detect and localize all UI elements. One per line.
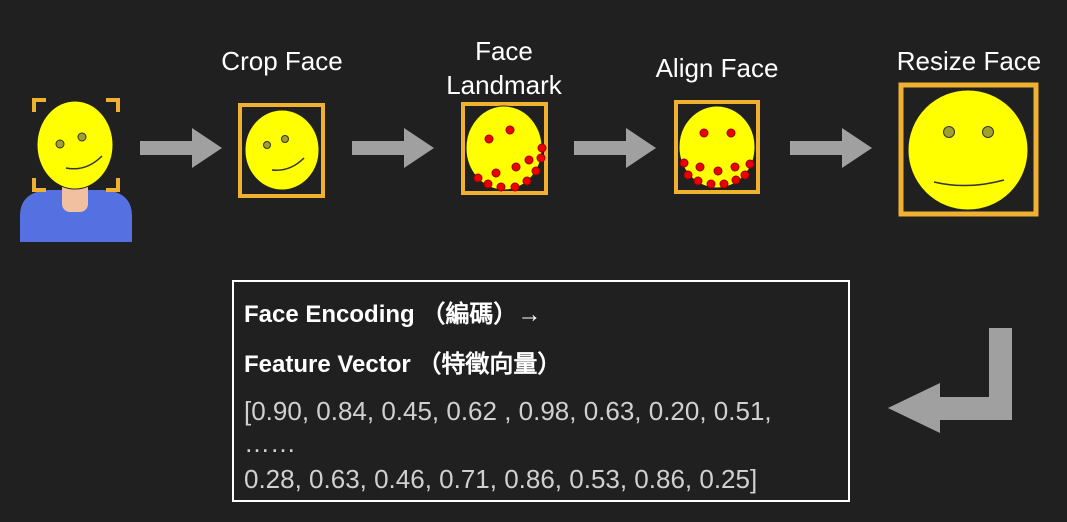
step-label-face-landmark-line2: Landmark [446, 70, 562, 100]
arrow-right-icon [574, 128, 656, 168]
landmark-points [679, 128, 755, 189]
face-landmark-image [461, 102, 548, 195]
face-encoding-box: Face Encoding （編碼）→ Feature Vector （特徵向量… [232, 280, 850, 502]
person-body [20, 190, 132, 242]
step-label-face-landmark-line1: Face [475, 36, 533, 66]
step-label-resize-face: Resize Face [896, 46, 1042, 76]
return-arrow-icon [888, 328, 1012, 433]
vector-values-line2: 0.28, 0.63, 0.46, 0.71, 0.86, 0.53, 0.86… [244, 464, 758, 494]
detection-corners [32, 98, 120, 192]
person-face [36, 100, 114, 190]
crop-face-image [238, 103, 325, 198]
arrow-right-icon [352, 128, 434, 168]
feature-vector-title: Feature Vector （特徵向量） [244, 351, 562, 378]
align-face-image [674, 100, 760, 194]
step-label-align-face: Align Face [655, 53, 779, 83]
resize-face-image [898, 82, 1039, 217]
input-person-illustration [20, 98, 132, 242]
step-label-crop-face: Crop Face [221, 46, 343, 76]
vector-ellipsis: …… [244, 428, 296, 458]
arrow-right-icon [790, 128, 872, 168]
arrow-right-icon [140, 128, 222, 168]
encoding-title: Face Encoding （編碼）→ [244, 301, 542, 328]
vector-values-line1: [0.90, 0.84, 0.45, 0.62 , 0.98, 0.63, 0.… [244, 396, 772, 426]
landmark-points [473, 125, 547, 192]
